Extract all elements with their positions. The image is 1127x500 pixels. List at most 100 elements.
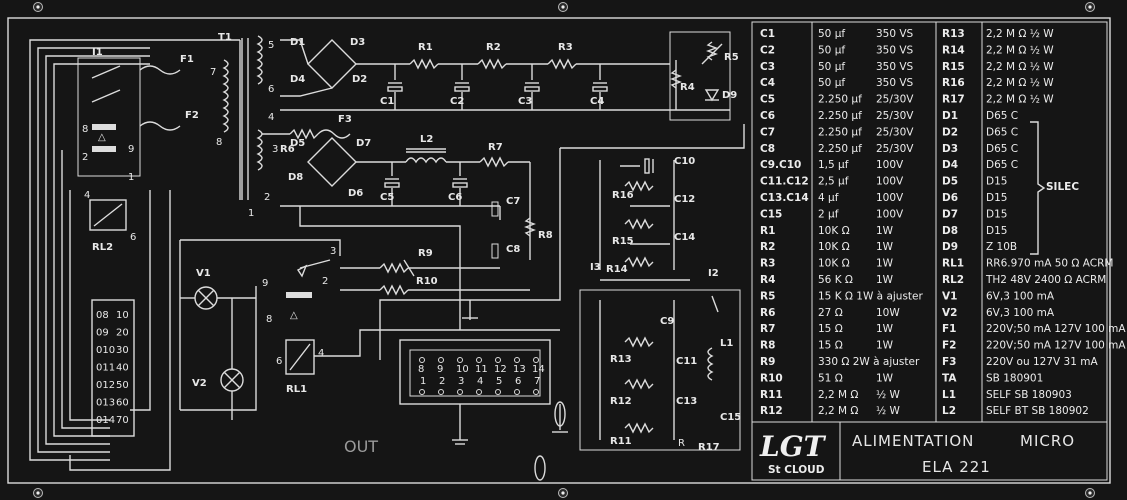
bom-ref: C8 [760,143,775,155]
resistor-r1 [409,59,439,69]
svg-text:R4: R4 [680,82,695,93]
bom-ref: R3 [760,258,775,270]
svg-text:F2: F2 [185,110,199,121]
bom-ref: C9.C10 [760,159,801,171]
svg-text:D2: D2 [352,74,367,85]
bom-value: 4 µf [818,192,839,204]
plug-pin: 010 [96,345,115,356]
bom-value: Z 10B [986,241,1017,253]
bom-rating: 1W [876,323,894,335]
screw-tl [33,2,43,12]
bom-value: 220V;50 mA 127V 100 mA [986,323,1126,335]
bom-value: 56 K Ω [818,274,853,286]
bom-ref: F2 [942,340,956,352]
plug-pin: 013 [96,398,115,409]
bom-value: 27 Ω [818,307,843,319]
bom-value: 2,2 M Ω [818,389,858,401]
plug-pin: 8 [418,364,424,375]
bom-rating: 100V [876,192,904,204]
svg-text:R5: R5 [724,52,739,63]
plug-pin: 60 [116,398,129,409]
bom-value: D65 C [986,143,1018,155]
bom-ref: R15 [942,61,965,73]
hv-rail: R1 R2 R3 C1 C2 C3 C4 [280,42,730,111]
svg-text:C14: C14 [674,232,695,243]
bom-ref: C5 [760,94,775,106]
bom-value: 1,5 µf [818,159,849,171]
bom-value: 2,2 M Ω ½ W [986,44,1054,56]
bom-value: 2.250 µf [818,94,862,106]
pin-hole [495,357,501,363]
plug-pin: 11 [475,364,488,375]
plug-pin: 40 [116,363,129,374]
bridge-d1-d4: D1 D3 D4 D2 [280,37,380,97]
bom-ref: R13 [942,28,965,40]
svg-text:9: 9 [128,144,134,155]
bom-value: 6V,3 100 mA [986,290,1055,302]
bom-rating: 100V [876,176,904,188]
svg-text:2: 2 [264,192,270,203]
bom-ref: R11 [760,389,783,401]
svg-text:2: 2 [322,276,328,287]
svg-text:8: 8 [216,137,222,148]
bom-value: D15 [986,176,1007,188]
plug-pin: 7 [534,376,540,387]
bom-rating: 350 VS [876,61,914,73]
out-note: OUT [344,437,378,456]
panel-model: ELA 221 [922,458,991,476]
svg-text:RL2: RL2 [92,242,113,253]
svg-text:C15: C15 [720,412,741,423]
svg-text:C1: C1 [380,96,394,107]
plug-pin: 3 [458,376,464,387]
bom-rating: 1W [876,340,894,352]
pin-hole [514,389,520,395]
bom-value: 50 µf [818,44,845,56]
screw-br [1085,488,1095,498]
svg-text:C11: C11 [676,356,697,367]
svg-text:D8: D8 [288,172,303,183]
pin-hole [419,389,425,395]
bom-ref: F3 [942,356,956,368]
bom-value: 15 K Ω 1W à ajuster [818,290,924,302]
bom-ref: D5 [942,176,958,188]
bom-ref: R10 [760,372,783,384]
bom-ref: R6 [760,307,775,319]
bom-ref: D2 [942,126,958,138]
svg-text:RL1: RL1 [286,384,307,395]
logo: LGT [759,430,827,463]
svg-text:8: 8 [266,314,272,325]
lamp-v1: V1 [179,240,256,410]
bom-ref: RL1 [942,258,964,270]
r4-r5-d9: R5 R4 D9 [669,31,739,121]
bom-ref: R9 [760,356,775,368]
screw-bc [558,488,568,498]
bom-value: SELF SB 180903 [986,389,1072,401]
pin-hole [495,389,501,395]
svg-text:D9: D9 [722,90,737,101]
bom-ref: D9 [942,241,958,253]
svg-text:R12: R12 [610,396,632,407]
bom-rating: 350 VS [876,28,914,40]
bom-ref: TA [942,372,957,384]
resistor-r9 [379,263,409,273]
bom-ref: F1 [942,323,956,335]
bom-ref: RL2 [942,274,964,286]
screw-tr [1085,2,1095,12]
svg-text:F3: F3 [338,114,352,125]
bom-ref: D1 [942,110,958,122]
bom-rating: ½ W [876,389,901,401]
bom-value: D65 C [986,159,1018,171]
svg-text:R: R [678,438,685,449]
svg-text:8: 8 [82,124,88,135]
svg-text:R6: R6 [280,144,295,155]
bom-ref: R14 [942,44,965,56]
svg-text:V1: V1 [196,268,211,279]
logo-sub: St CLOUD [768,464,825,476]
svg-text:R8: R8 [538,230,553,241]
plug-pin: 30 [116,345,129,356]
lamp-v2: V2 [192,298,244,420]
plug-pin: 2 [439,376,445,387]
svg-text:D1: D1 [290,37,305,48]
bom-value: D65 C [986,110,1018,122]
